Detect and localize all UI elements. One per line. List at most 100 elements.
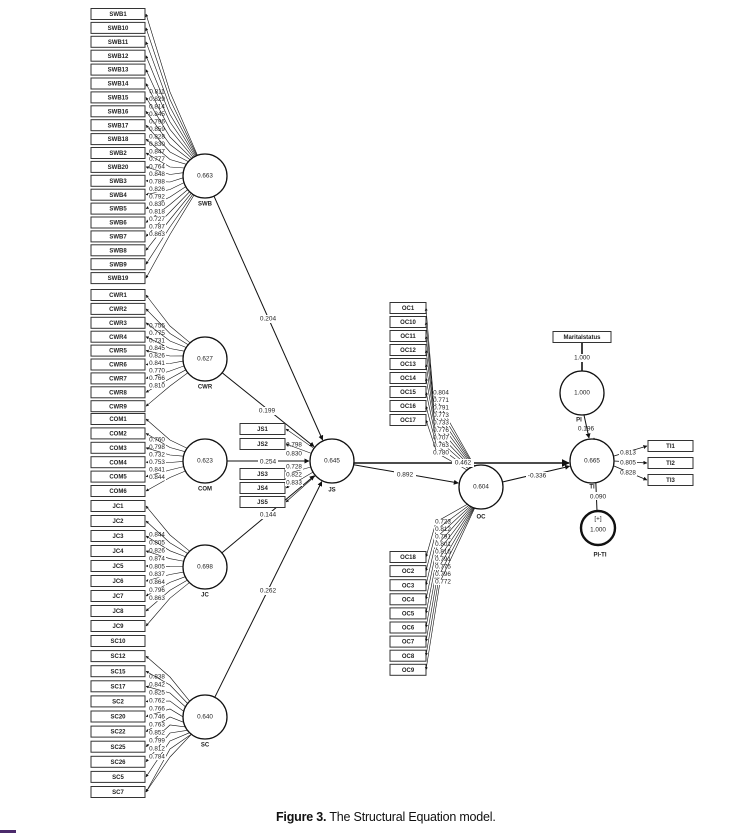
indicator-sc7[interactable] (90, 786, 146, 798)
indicator-swb10[interactable] (90, 21, 146, 34)
indicator-swb4-label: SWB4 (109, 193, 127, 199)
indicator-cwr4[interactable] (90, 330, 146, 343)
indicator-oc10-label: OC10 (400, 320, 416, 326)
indicator-js1[interactable] (239, 423, 286, 435)
indicator-js5[interactable] (239, 496, 286, 508)
indicator-sc10[interactable] (90, 635, 146, 647)
construct-sc[interactable] (182, 694, 228, 740)
indicator-cwr7[interactable] (90, 372, 146, 385)
indicator-jc3[interactable] (90, 530, 146, 542)
indicator-maritalstatus[interactable] (552, 331, 612, 343)
construct-swb[interactable] (182, 153, 228, 199)
indicator-com5[interactable] (90, 470, 146, 483)
indicator-swb9[interactable] (90, 258, 146, 271)
indicator-swb18[interactable] (90, 133, 146, 146)
indicator-sc2[interactable] (90, 695, 146, 708)
indicator-sc15[interactable] (90, 665, 146, 678)
indicator-sc20[interactable] (90, 710, 146, 723)
indicator-swb6[interactable] (90, 216, 146, 229)
construct-com[interactable] (182, 438, 228, 484)
indicator-swb1[interactable] (90, 8, 146, 20)
loading-jc-0: 0.844 (149, 532, 165, 539)
indicator-swb17[interactable] (90, 119, 146, 132)
indicator-swb16[interactable] (90, 105, 146, 118)
indicator-jc4[interactable] (90, 545, 146, 557)
construct-jc[interactable] (182, 544, 228, 590)
indicator-swb12[interactable] (90, 49, 146, 62)
indicator-oc11-label: OC11 (400, 334, 416, 340)
indicator-swb19[interactable] (90, 272, 146, 285)
construct-oc[interactable] (458, 464, 504, 510)
indicator-jc2[interactable] (90, 515, 146, 527)
loading-sc-7: 0.852 (149, 730, 165, 737)
indicator-swb8[interactable] (90, 244, 146, 257)
indicator-cwr1[interactable] (90, 289, 146, 301)
loading-line (145, 138, 187, 165)
indicator-com2-label: COM2 (109, 431, 127, 437)
indicator-sc22[interactable] (90, 725, 146, 738)
indicator-oc1-label: OC1 (402, 306, 415, 312)
indicator-swb7[interactable] (90, 230, 146, 243)
indicator-com6[interactable] (90, 485, 146, 497)
indicator-jc5[interactable] (90, 560, 146, 572)
construct-pi-ti[interactable] (579, 509, 617, 547)
indicator-cwr3-label: CWR3 (109, 321, 127, 327)
indicator-cwr8[interactable] (90, 386, 146, 399)
loading-swb-6: 0.828 (149, 134, 165, 141)
indicator-sc5[interactable] (90, 770, 146, 783)
indicator-jc8[interactable] (90, 605, 146, 617)
loading-oc-upper-4: 0.733 (433, 420, 449, 427)
indicator-com4[interactable] (90, 456, 146, 469)
construct-cwr[interactable] (182, 336, 228, 382)
indicator-jc9[interactable] (90, 620, 146, 632)
indicator-ti2[interactable] (647, 457, 694, 469)
indicator-swb13[interactable] (90, 63, 146, 76)
construct-ti[interactable] (569, 438, 615, 484)
indicator-cwr2[interactable] (90, 302, 146, 315)
indicator-cwr3[interactable] (90, 316, 146, 329)
indicator-swb4[interactable] (90, 188, 146, 201)
indicator-oc5-label: OC5 (402, 611, 415, 617)
indicator-js2[interactable] (239, 438, 286, 450)
indicator-swb20[interactable] (90, 160, 146, 173)
r-squared-ti: 0.665 (584, 458, 600, 465)
indicator-com2[interactable] (90, 427, 146, 440)
indicator-swb3[interactable] (90, 174, 146, 187)
indicator-swb17-label: SWB17 (108, 123, 129, 129)
indicator-cwr6[interactable] (90, 358, 146, 371)
indicator-swb11[interactable] (90, 35, 146, 48)
loading-swb-12: 0.788 (149, 179, 165, 186)
loading-line (145, 447, 184, 457)
indicator-sc12[interactable] (90, 650, 146, 663)
indicator-oc17-label: OC17 (400, 418, 416, 424)
indicator-js4[interactable] (239, 482, 286, 494)
indicator-com3[interactable] (90, 441, 146, 454)
indicator-cwr9[interactable] (90, 400, 146, 413)
indicator-cwr5[interactable] (90, 344, 146, 357)
construct-js[interactable] (309, 438, 355, 484)
caption-text: The Structural Equation model. (326, 810, 496, 824)
loading-line (285, 443, 312, 454)
indicator-ti3[interactable] (647, 474, 694, 486)
indicator-jc6[interactable] (90, 575, 146, 587)
indicator-sc25[interactable] (90, 740, 146, 753)
indicator-oc18-label: OC18 (400, 555, 416, 561)
indicator-sc26[interactable] (90, 755, 146, 768)
loading-cwr-3: 0.845 (149, 345, 165, 352)
indicator-swb15[interactable] (90, 91, 146, 104)
indicator-com1[interactable] (90, 413, 146, 425)
indicator-ti1[interactable] (647, 440, 694, 452)
indicator-jc7[interactable] (90, 590, 146, 602)
loading-oc-lower-2: 0.791 (435, 534, 451, 541)
indicator-swb10-label: SWB10 (108, 26, 129, 32)
indicator-swb2[interactable] (90, 147, 146, 159)
indicator-swb14[interactable] (90, 77, 146, 90)
construct-pi[interactable] (559, 370, 605, 416)
loading-oc-upper-0: 0.804 (433, 390, 449, 397)
indicator-swb5[interactable] (90, 202, 146, 215)
indicator-sc17[interactable] (90, 680, 146, 693)
indicator-jc2-label: JC2 (112, 519, 124, 525)
indicator-jc1[interactable] (90, 500, 146, 512)
loading-line (145, 13, 198, 156)
loading-swb-15: 0.830 (149, 201, 165, 208)
